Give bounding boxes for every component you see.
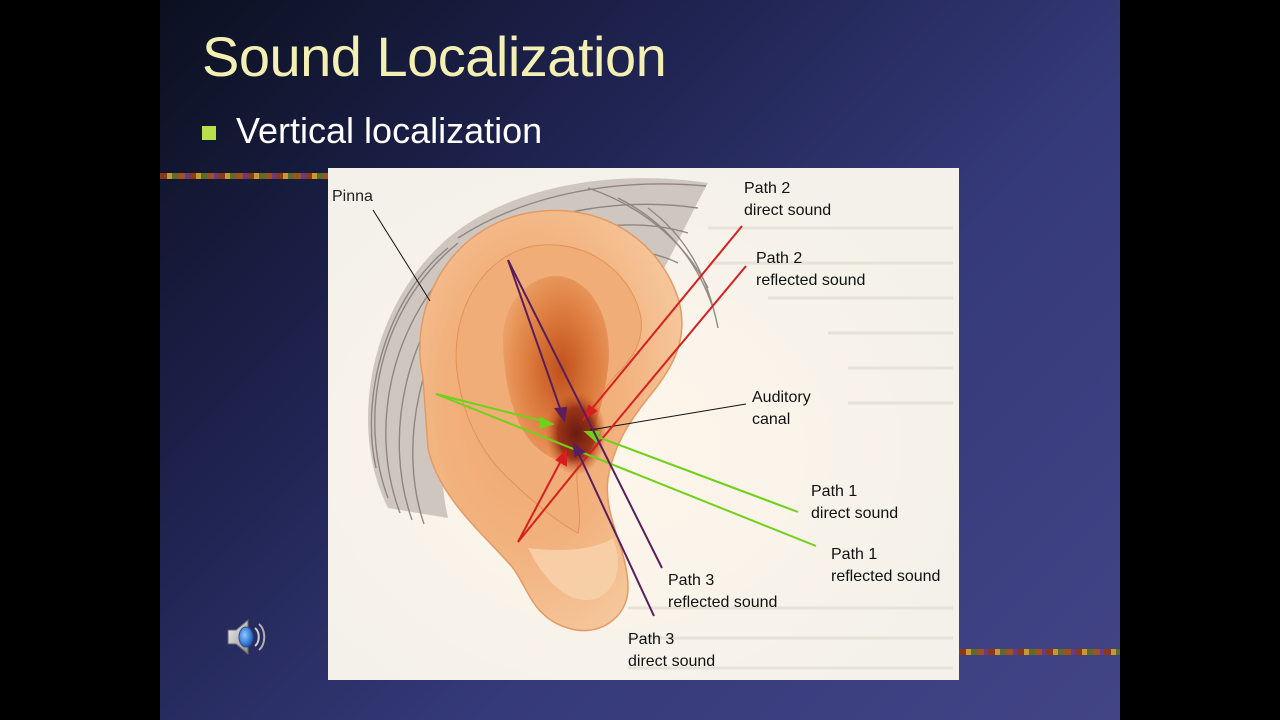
bullet-text: Vertical localization	[236, 110, 543, 151]
pinna-pointer	[372, 209, 431, 302]
path2-reflected-arrow	[517, 265, 747, 543]
path1-reflected-arrow	[435, 393, 817, 547]
path3-reflected-arrow	[507, 259, 663, 569]
label-pinna: Pinna	[332, 188, 373, 205]
slide-title: Sound Localization	[202, 25, 667, 88]
bullet-square-icon	[202, 126, 216, 140]
auditory-canal-pointer	[589, 403, 747, 431]
ear-diagram: Pinna Path 2 direct sound Path 2 reflect…	[328, 168, 959, 680]
bullet-item: Vertical localization	[202, 110, 542, 152]
slide: Sound Localization Vertical localization	[160, 0, 1120, 720]
label-path2-reflected: Path 2 reflected sound	[756, 250, 866, 289]
label-path3-reflected: Path 3 reflected sound	[668, 572, 778, 611]
label-path2-direct: Path 2 direct sound	[744, 180, 832, 219]
ear-illustration	[328, 168, 959, 680]
path3-direct-arrow	[572, 441, 655, 617]
page-texture	[628, 226, 953, 670]
label-path1-reflected: Path 1 reflected sound	[831, 546, 941, 585]
label-auditory-canal: Auditory canal	[752, 389, 811, 428]
ear-lobe	[528, 538, 618, 600]
label-path1-direct: Path 1 direct sound	[811, 483, 899, 522]
decorative-stripe-bottom	[959, 649, 1120, 655]
decorative-stripe-top	[160, 173, 328, 179]
label-path3-direct: Path 3 direct sound	[628, 631, 716, 670]
path2-direct-arrow	[581, 225, 743, 422]
speaker-icon[interactable]	[222, 614, 268, 660]
